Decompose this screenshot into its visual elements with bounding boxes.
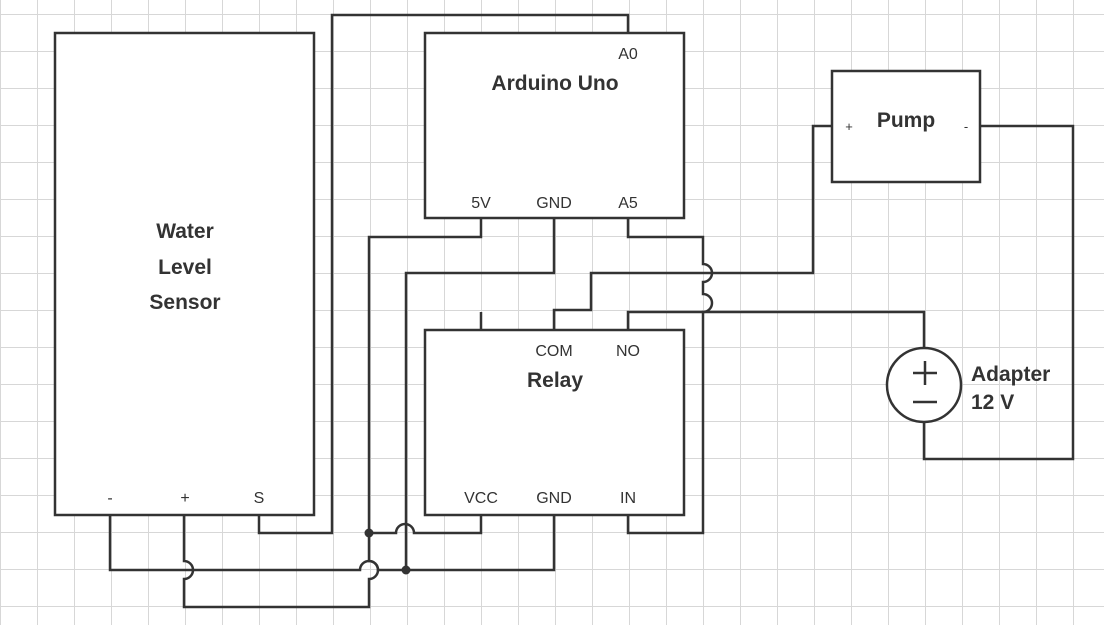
adapter-title-line-1: Adapter	[971, 363, 1050, 386]
adapter-title-line-2: 12 V	[971, 391, 1014, 414]
relay: Relay COM NO VCC GND IN	[423, 328, 686, 517]
sensor-pin-minus: -	[107, 490, 112, 507]
pump-body	[830, 69, 982, 184]
arduino-title: Arduino Uno	[491, 72, 618, 95]
plus-icon	[913, 361, 937, 385]
wire-ground-bus	[108, 515, 556, 572]
wires	[108, 13, 1075, 609]
arduino-pin-5v: 5V	[471, 195, 491, 212]
wire-vcc-junction	[369, 515, 483, 535]
arduino-body	[423, 31, 686, 220]
wire-pump-to-adapter	[922, 124, 1075, 461]
relay-pin-no: NO	[616, 343, 640, 360]
sensor-body	[53, 31, 316, 517]
pump: Pump + -	[830, 69, 982, 184]
pump-pin-minus: -	[964, 119, 968, 134]
sensor-title-line-2: Level	[158, 256, 212, 279]
relay-body	[423, 328, 686, 517]
relay-pin-vcc: VCC	[464, 490, 498, 507]
junction-dot-vcc	[364, 528, 374, 538]
wire-com-to-pump	[552, 124, 832, 330]
sensor-pin-plus: +	[180, 490, 189, 507]
pump-title: Pump	[877, 109, 935, 132]
arduino-uno: Arduino Uno A0 5V GND A5	[423, 31, 686, 220]
relay-pin-in: IN	[620, 490, 636, 507]
relay-pin-com: COM	[535, 343, 572, 360]
adapter: Adapter 12 V	[885, 346, 1050, 424]
sensor-pin-s: S	[254, 490, 265, 507]
wire-a0-to-sensor-s	[257, 13, 630, 535]
junction-dot-ground	[401, 565, 411, 575]
sensor-title-line-3: Sensor	[149, 291, 220, 314]
pump-pin-plus: +	[845, 119, 853, 134]
wire-no-to-adapter	[626, 310, 926, 350]
relay-pin-gnd: GND	[536, 490, 572, 507]
arduino-pin-a0: A0	[618, 46, 638, 63]
arduino-pin-a5: A5	[618, 195, 638, 212]
relay-title: Relay	[527, 369, 583, 392]
water-level-sensor: Water Level Sensor - + S	[53, 31, 316, 517]
wire-gnd-to-ground-bus	[404, 218, 556, 570]
sensor-title-line-1: Water	[156, 220, 214, 243]
arduino-pin-gnd: GND	[536, 195, 572, 212]
